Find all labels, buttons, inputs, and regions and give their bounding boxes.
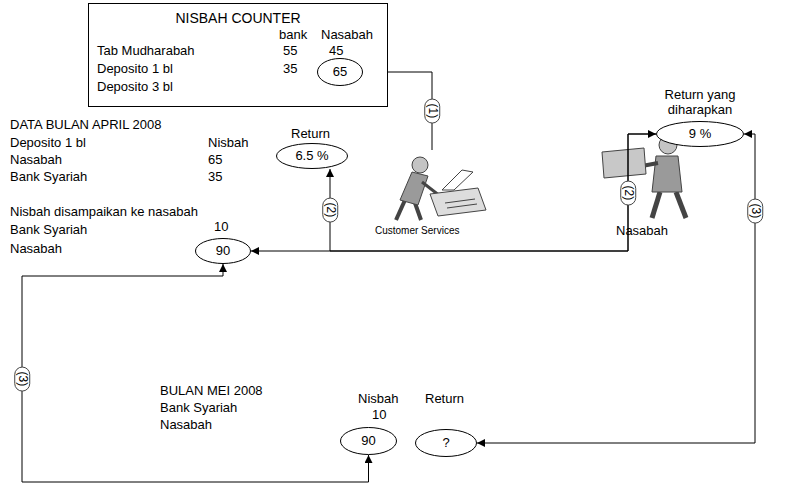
plain-label: Nasabah	[160, 418, 212, 433]
ratio-ellipse: 90	[340, 427, 397, 455]
plain-label: Nasabah	[10, 242, 62, 257]
node-text: Nasabah	[321, 28, 373, 43]
return-ellipse: 6.5 %	[276, 143, 348, 169]
plain-label: Bank Syariah	[160, 401, 237, 416]
expected-return-ellipse: Return yang diharapkan9 %	[656, 121, 744, 147]
node-text: ?	[442, 436, 449, 451]
node-text: Nasabah	[616, 224, 668, 239]
drawing-part	[652, 192, 660, 218]
ellipse-shape	[657, 122, 744, 147]
node-text: Deposito 3 bl	[97, 80, 173, 95]
drawing-part	[442, 170, 473, 190]
callout-number: (2)	[322, 198, 338, 223]
return-ellipse: ?	[415, 429, 477, 457]
customer-node: Nasabah	[590, 130, 700, 240]
node-text: Deposito 1 bl	[97, 62, 173, 77]
plain-label: 35	[208, 170, 222, 185]
connector	[251, 134, 656, 251]
callout-number: (3)	[747, 199, 763, 224]
node-text: 65	[333, 65, 347, 80]
node-text: 90	[216, 244, 230, 259]
connector	[477, 134, 755, 443]
plain-label: DATA BULAN APRIL 2008	[10, 118, 162, 133]
drawing-part	[445, 199, 475, 203]
ratio-ellipse: 90	[195, 238, 251, 264]
plain-label: BULAN MEI 2008	[160, 384, 263, 399]
node-heading: Return yang diharapkan	[640, 88, 760, 118]
node-text: 9 %	[689, 127, 711, 142]
ellipse-shape	[277, 144, 348, 169]
callout-number: (2)	[620, 180, 636, 205]
drawing-part	[415, 203, 421, 220]
node-text: 6.5 %	[295, 149, 328, 164]
drawing-part	[396, 200, 405, 220]
plain-label: Bank Syariah	[10, 170, 87, 185]
node-text: 90	[361, 434, 375, 449]
plain-label: 10	[372, 408, 386, 423]
plain-label: Nasabah	[10, 153, 62, 168]
node-text: NISBAH COUNTER	[89, 10, 387, 26]
drawing-part	[602, 148, 646, 178]
node-text: Customer Services	[375, 225, 459, 237]
node-text: Tab Mudharabah	[97, 44, 195, 59]
ratio-ellipse: 65	[317, 58, 363, 86]
drawing-part	[430, 188, 486, 216]
plain-label: Return	[291, 127, 330, 142]
ellipse-shape	[416, 430, 477, 457]
node-text: bank	[279, 28, 307, 43]
drawing-part	[412, 157, 428, 173]
plain-label: Nisbah disampaikan ke nasabah	[10, 205, 198, 220]
plain-label: Nisbah	[208, 136, 248, 151]
ellipse-shape	[196, 239, 251, 264]
drawing-part	[676, 192, 686, 218]
plain-label: Nisbah	[358, 392, 398, 407]
customer-figure	[602, 136, 686, 218]
connector	[330, 134, 656, 251]
node-text: 35	[283, 62, 297, 77]
plain-label: Bank Syariah	[10, 223, 87, 238]
callout-number: (3)	[14, 367, 30, 392]
counter-table-box: NISBAH COUNTER bank NasabahTab Mudharabah 5…	[88, 3, 388, 107]
drawing-part	[400, 172, 428, 205]
node-text: 55	[283, 44, 297, 59]
customer-service-figure	[396, 157, 486, 220]
ellipse-shape	[341, 428, 397, 455]
customer-service-node: Customer Services	[345, 150, 500, 240]
plain-label: Deposito 1 bl	[10, 136, 86, 151]
drawing-part	[447, 204, 477, 208]
callout-number: (1)	[424, 99, 440, 124]
connector	[22, 264, 369, 482]
plain-label: Return	[425, 392, 464, 407]
plain-label: 10	[214, 220, 228, 235]
ellipse-shape	[318, 59, 363, 86]
plain-label: 65	[208, 153, 222, 168]
node-text: 45	[329, 44, 343, 59]
